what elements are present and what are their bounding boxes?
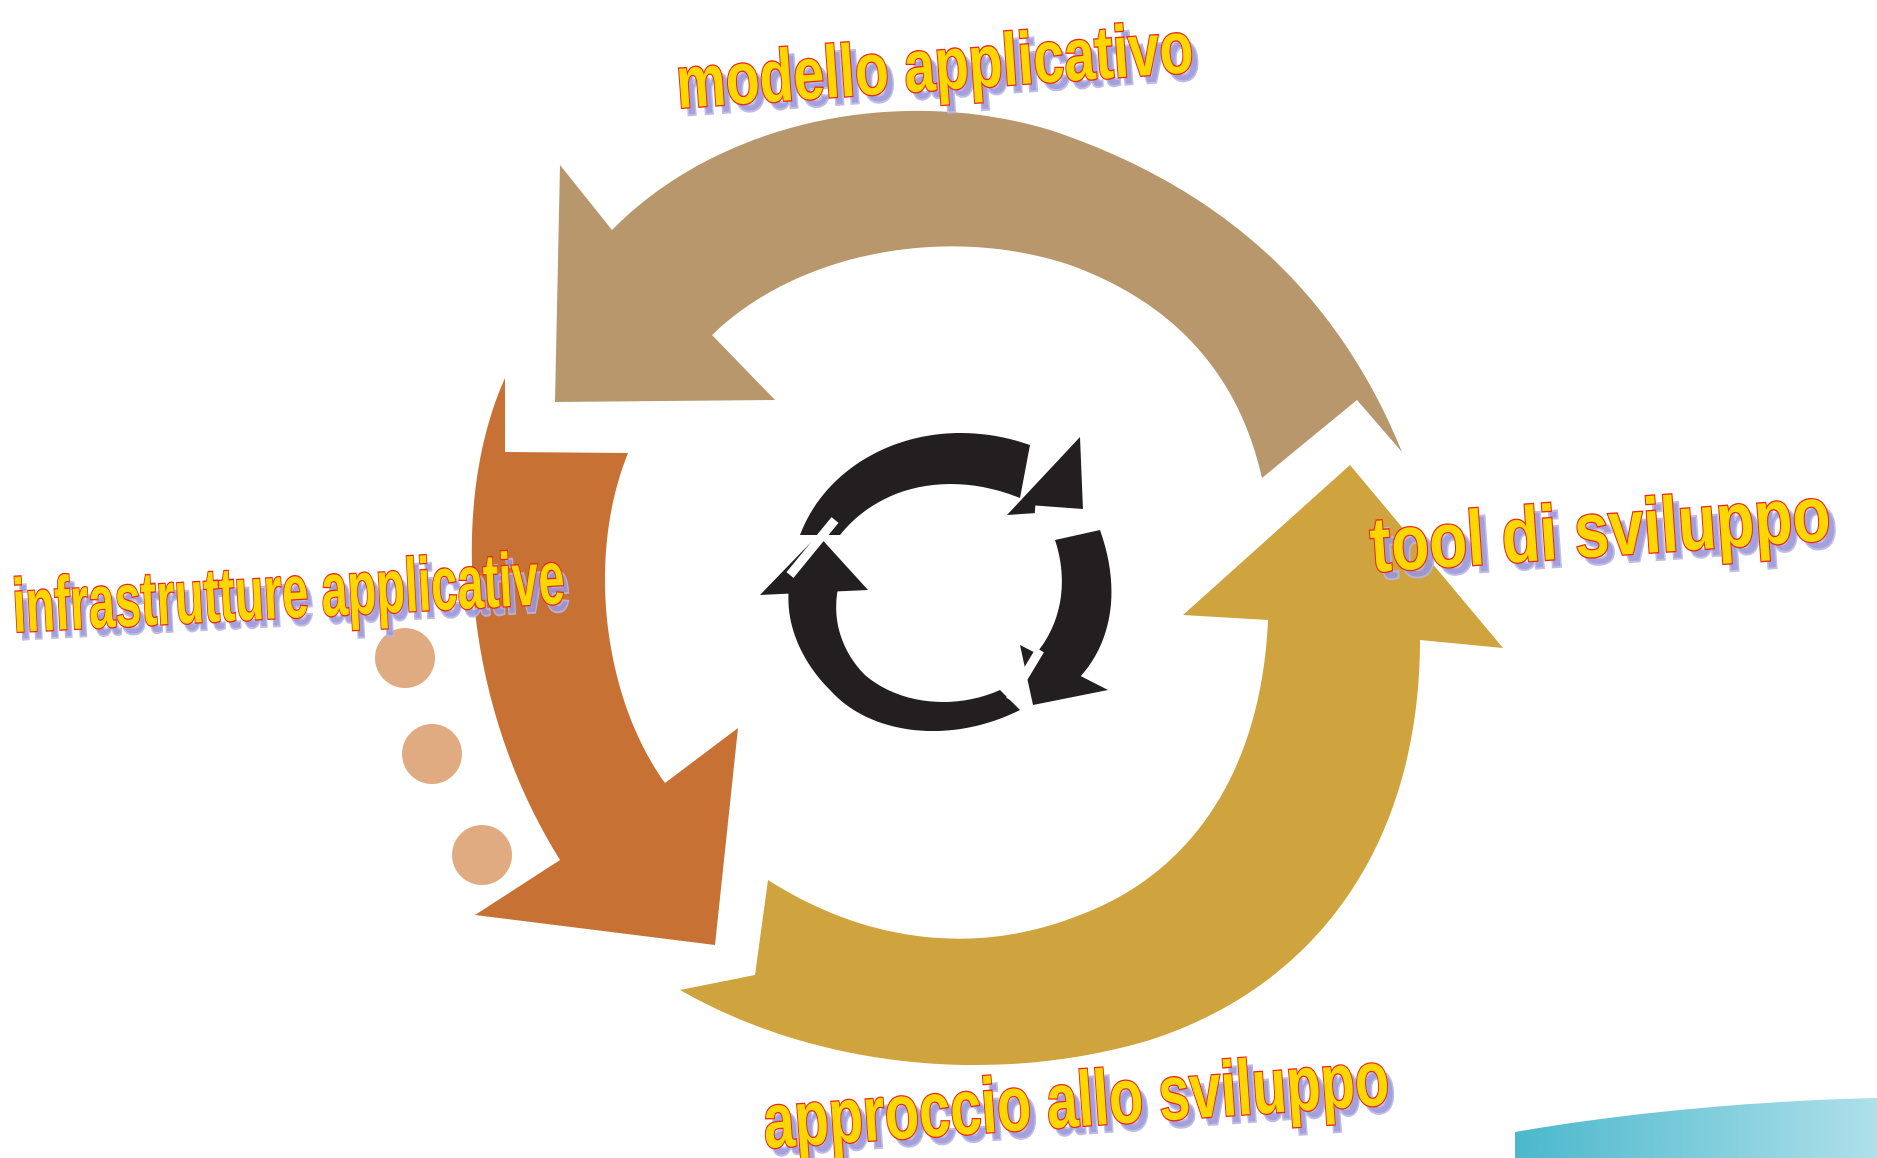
label-top: modello applicativo [673,5,1195,124]
decor-dot-3 [452,825,512,885]
arrow-left-orange [471,378,738,945]
decor-dot-1 [375,628,435,688]
label-right-group: tool di sviluppo tool di sviluppo [1366,468,1841,597]
arrow-right-bottom-gold [680,465,1503,1066]
label-right: tool di sviluppo [1367,469,1833,588]
label-top-group: modello applicativo modello applicativo [672,4,1203,132]
arrow-top-tan [555,110,1402,478]
refresh-icon-gaps [786,505,1104,703]
refresh-cycle-icon [760,432,1112,732]
decor-dot-2 [402,724,462,784]
corner-swoosh [1515,1098,1877,1158]
